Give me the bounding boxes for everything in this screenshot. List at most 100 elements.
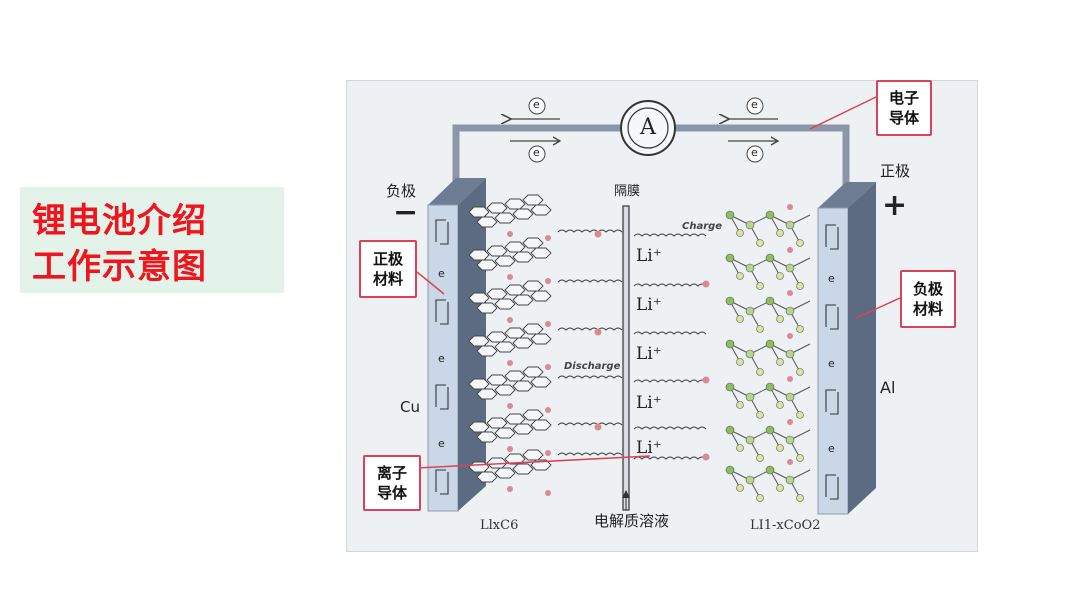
oxygen-atom	[796, 368, 804, 376]
graphite-hexagon	[476, 259, 498, 271]
graphite-hexagon	[494, 212, 516, 224]
graphite-layers	[468, 194, 552, 496]
lithium-ion-dot	[702, 280, 710, 288]
oxygen-atom	[756, 411, 764, 419]
current-arrow	[435, 469, 446, 492]
electron-label: e	[438, 352, 445, 365]
graphite-hexagon	[476, 216, 498, 228]
lithium-dot	[787, 247, 793, 253]
ammeter-icon	[620, 100, 676, 156]
electron-label: e	[828, 357, 835, 370]
graphite-hexagon	[504, 241, 526, 253]
graphite-hexagon	[530, 376, 552, 388]
oxygen-atom	[736, 358, 744, 366]
electron-label: e	[533, 98, 540, 111]
oxygen-atom	[796, 239, 804, 247]
ion-wave	[557, 375, 623, 379]
current-arrow	[830, 307, 839, 330]
graphite-hexagon	[512, 380, 534, 392]
current-arrow	[435, 219, 446, 242]
callout-lines	[416, 96, 901, 469]
electron-label: e	[438, 267, 445, 280]
anode-formula: LlxC6	[480, 518, 519, 533]
cobalt-atom	[725, 382, 735, 392]
cobalt-atom	[765, 382, 775, 392]
graphite-hexagon	[476, 471, 498, 483]
lithium-dot	[787, 333, 793, 339]
graphite-hexagon	[512, 423, 534, 435]
graphite-hexagon	[522, 194, 544, 206]
graphite-hexagon	[522, 449, 544, 461]
graphite-hexagon	[486, 288, 508, 300]
ion-wave	[633, 379, 707, 383]
cobalt-atom	[745, 392, 755, 402]
graphite-hexagon	[522, 237, 544, 249]
current-arrow	[825, 304, 836, 327]
oxygen-atom	[756, 454, 764, 462]
lithium-dot	[545, 407, 551, 413]
cobalt-atom	[785, 263, 795, 273]
graphite-hexagon	[468, 461, 490, 473]
oxygen-atom	[776, 272, 784, 280]
graphite-hexagon	[476, 302, 498, 314]
ammeter-label: A	[640, 115, 656, 140]
graphite-hexagon	[476, 388, 498, 400]
current-arrow	[825, 474, 836, 497]
lithium-dot	[545, 490, 551, 496]
cobalt-atom	[785, 392, 795, 402]
graphite-hexagon	[494, 384, 516, 396]
graphite-hexagon	[522, 366, 544, 378]
oxygen-atom	[776, 444, 784, 452]
cobalt-atom	[765, 210, 775, 220]
current-arrow	[440, 472, 449, 495]
graphite-hexagon	[468, 292, 490, 304]
electron-flow-arrows	[510, 119, 780, 146]
oxygen-atom	[796, 494, 804, 502]
lithium-dot	[545, 450, 551, 456]
oxygen-atom	[776, 315, 784, 323]
lithium-ion-dot	[594, 230, 602, 238]
title-box: 锂电池介绍 工作示意图	[20, 187, 284, 293]
cobalt-atom	[725, 465, 735, 475]
current-arrow	[825, 224, 836, 247]
current-arrow	[825, 389, 836, 412]
electron-label: e	[828, 442, 835, 455]
graphite-hexagon	[476, 431, 498, 443]
graphite-hexagon	[522, 323, 544, 335]
oxygen-atom	[776, 229, 784, 237]
graphite-hexagon	[468, 378, 490, 390]
callout-right-material: 负极 材料	[900, 270, 956, 328]
graphite-hexagon	[504, 413, 526, 425]
lithium-dot	[545, 364, 551, 370]
lithium-dot	[545, 321, 551, 327]
electron-circles	[528, 97, 764, 163]
cobalt-atom	[785, 435, 795, 445]
cobalt-atom	[745, 475, 755, 485]
cobalt-atom	[745, 220, 755, 230]
electron-label: e	[751, 146, 758, 159]
callout-text: 正极	[372, 250, 403, 268]
ion-wave	[557, 422, 623, 426]
oxygen-atom	[796, 325, 804, 333]
graphite-hexagon	[530, 204, 552, 216]
callout-ion-conductor: 离子 导体	[363, 455, 421, 511]
cobalt-atom	[765, 296, 775, 306]
lithium-ion-label: Li⁺	[636, 438, 662, 458]
oxygen-atom	[756, 494, 764, 502]
ion-wave	[633, 426, 707, 430]
graphite-hexagon	[512, 294, 534, 306]
graphite-hexagon	[468, 335, 490, 347]
lithium-dot	[787, 376, 793, 382]
lithium-dot	[787, 290, 793, 296]
graphite-hexagon	[476, 345, 498, 357]
lithium-dot	[507, 446, 513, 452]
copper-label: Cu	[400, 398, 420, 416]
current-arrow	[440, 222, 449, 245]
graphite-hexagon	[494, 255, 516, 267]
oxygen-atom	[736, 444, 744, 452]
cobalt-atom	[725, 339, 735, 349]
graphite-hexagon	[530, 290, 552, 302]
cobalt-atom	[765, 425, 775, 435]
graphite-hexagon	[512, 251, 534, 263]
